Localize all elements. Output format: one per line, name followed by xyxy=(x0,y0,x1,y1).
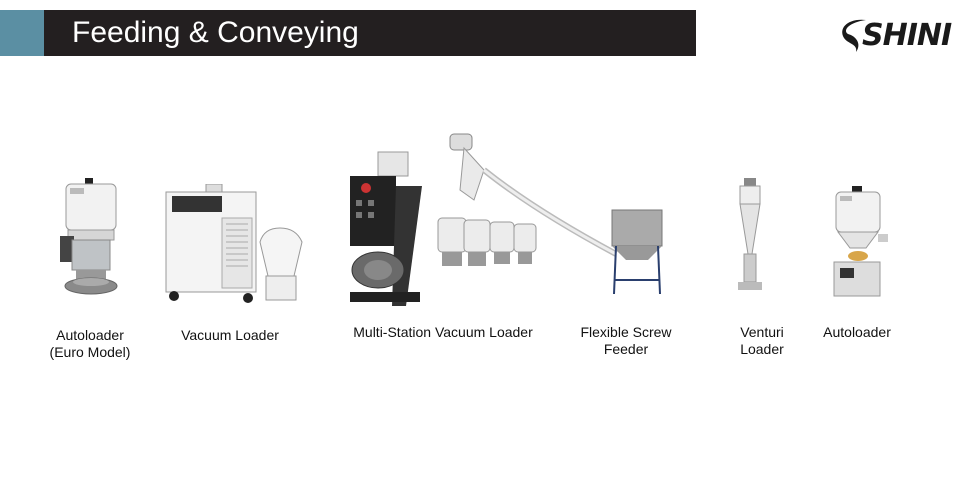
caption-vacuum-loader: Vacuum Loader xyxy=(172,327,288,344)
logo-text: SHINI xyxy=(862,18,952,53)
multi-station-loader-image xyxy=(350,151,537,306)
product-flexible-screw-feeder xyxy=(444,130,666,298)
caption-line-1: Vacuum Loader xyxy=(181,327,279,343)
caption-autoloader: Autoloader xyxy=(812,324,902,341)
caption-line-1: Autoloader xyxy=(823,324,891,340)
caption-flexible-screw-feeder: Flexible Screw Feeder xyxy=(570,324,682,358)
caption-line-1: Venturi xyxy=(740,324,784,340)
caption-multi-station-loader: Multi-Station Vacuum Loader xyxy=(340,324,546,341)
caption-autoloader-euro: Autoloader (Euro Model) xyxy=(40,327,140,361)
page-title: Feeding & Conveying xyxy=(44,10,696,56)
caption-venturi-loader: Venturi Loader xyxy=(712,324,812,358)
flexible-screw-feeder-image xyxy=(449,133,663,295)
caption-line-2: (Euro Model) xyxy=(49,344,131,360)
caption-line-2: Feeder xyxy=(603,341,649,357)
logo-swoosh-icon xyxy=(842,19,866,52)
autoloader-euro-image xyxy=(60,178,118,295)
caption-line-2: Loader xyxy=(740,341,784,357)
caption-line-1: Autoloader xyxy=(56,327,124,343)
autoloader-image xyxy=(833,186,888,297)
product-multi-station-loader xyxy=(346,146,540,312)
title-accent xyxy=(0,10,44,56)
product-vacuum-loader xyxy=(164,184,314,310)
caption-line-1: Multi-Station Vacuum Loader xyxy=(353,324,533,340)
vacuum-loader-image xyxy=(165,184,303,303)
venturi-loader-image xyxy=(738,178,762,290)
product-autoloader xyxy=(826,186,890,300)
caption-line-1: Flexible Screw xyxy=(580,324,672,340)
product-venturi-loader xyxy=(730,176,770,296)
product-autoloader-euro xyxy=(54,176,126,300)
shini-logo: SHINI xyxy=(836,14,962,58)
